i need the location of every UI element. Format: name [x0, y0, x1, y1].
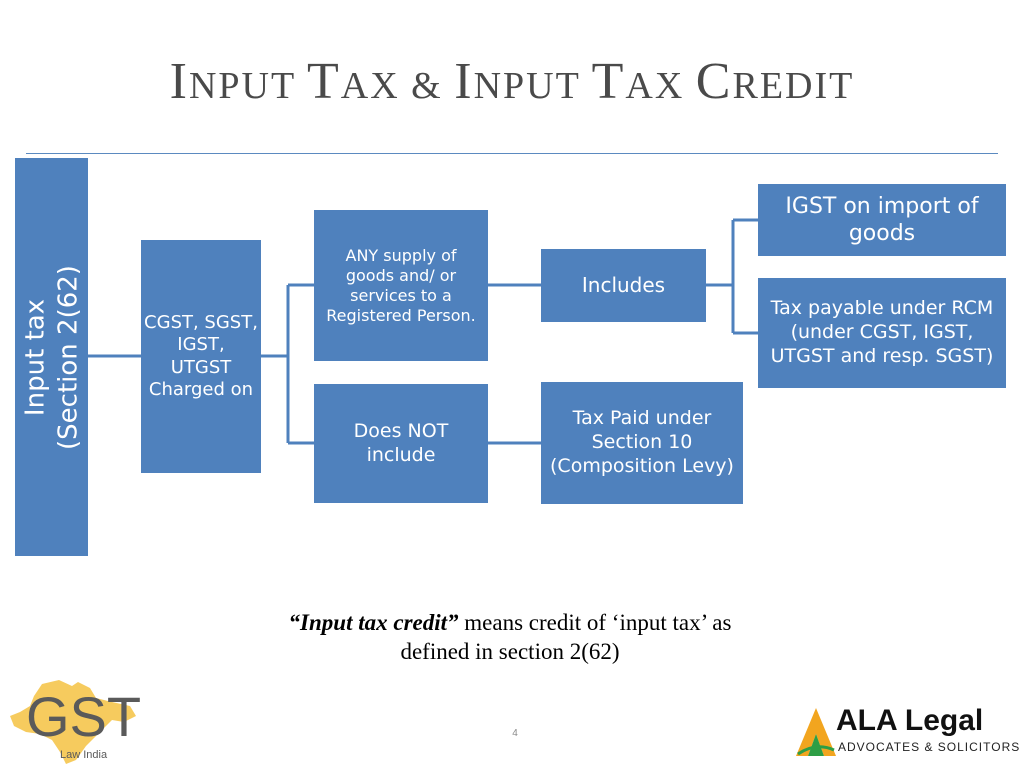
any-supply-box: ANY supply of goods and/ or services to …: [314, 210, 488, 361]
input-tax-label: Input tax (Section 2(62): [20, 264, 83, 450]
slide-title: INPUT TAX & INPUT TAX CREDIT: [0, 52, 1024, 116]
title-text-1: NPUT: [188, 65, 308, 107]
tax-section10-box: Tax Paid under Section 10 (Composition L…: [541, 382, 743, 504]
tax-rcm-box: Tax payable under RCM (under CGST, IGST,…: [758, 278, 1006, 388]
definition-term: “Input tax credit”: [288, 610, 459, 635]
ala-logo-name: ALA Legal: [836, 704, 984, 737]
ala-logo-tagline: ADVOCATES & SOLICITORS: [838, 740, 1021, 754]
title-divider: [26, 153, 998, 154]
ala-triangle-icon: [796, 708, 836, 756]
india-map-icon: [10, 680, 136, 764]
title-text-2: AX &: [340, 65, 455, 107]
page-number: 4: [512, 728, 518, 739]
gst-logo-text: GST: [26, 685, 142, 748]
charged-on-label: CGST, SGST, IGST, UTGST Charged on: [144, 311, 258, 401]
tax-rcm-label: Tax payable under RCM (under CGST, IGST,…: [770, 297, 994, 367]
includes-label: Includes: [581, 273, 666, 297]
any-supply-label: ANY supply of goods and/ or services to …: [326, 245, 476, 325]
title-text-5: REDIT: [732, 65, 855, 107]
title-initial-4: T: [591, 53, 626, 110]
title-initial-2: T: [307, 53, 341, 110]
igst-import-label: IGST on import of goods: [785, 193, 979, 247]
ala-legal-logo: ALA Legal ADVOCATES & SOLICITORS: [794, 704, 1019, 764]
title-initial-5: C: [695, 53, 733, 110]
title-text-4: AX: [625, 65, 696, 107]
tax-section10-label: Tax Paid under Section 10 (Composition L…: [550, 407, 734, 477]
definition-line2: defined in section 2(62): [400, 639, 620, 664]
input-tax-box: Input tax (Section 2(62): [15, 158, 88, 556]
includes-box: Includes: [541, 249, 706, 322]
title-initial-1: I: [169, 53, 189, 110]
charged-on-box: CGST, SGST, IGST, UTGST Charged on: [141, 240, 261, 473]
does-not-include-label: Does NOT include: [353, 419, 449, 466]
title-initial-3: I: [454, 53, 474, 110]
does-not-include-box: Does NOT include: [314, 384, 488, 503]
gst-law-india-logo: GST Law India: [4, 676, 146, 768]
igst-import-box: IGST on import of goods: [758, 184, 1006, 256]
itc-definition: “Input tax credit” means credit of ‘inpu…: [160, 608, 860, 666]
definition-line1: means credit of ‘input tax’ as: [458, 610, 732, 635]
title-text-3: NPUT: [473, 65, 592, 107]
gst-logo-subtitle: Law India: [60, 749, 108, 761]
